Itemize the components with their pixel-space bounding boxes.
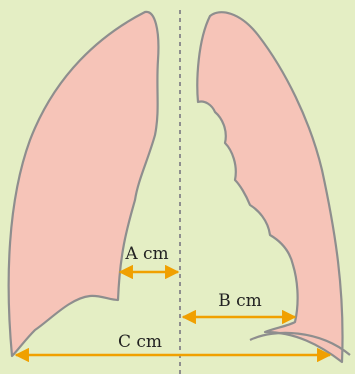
measure-b-label: B cm (218, 291, 262, 311)
measure-a-label: A cm (124, 244, 168, 264)
measure-c-label: C cm (118, 332, 162, 352)
